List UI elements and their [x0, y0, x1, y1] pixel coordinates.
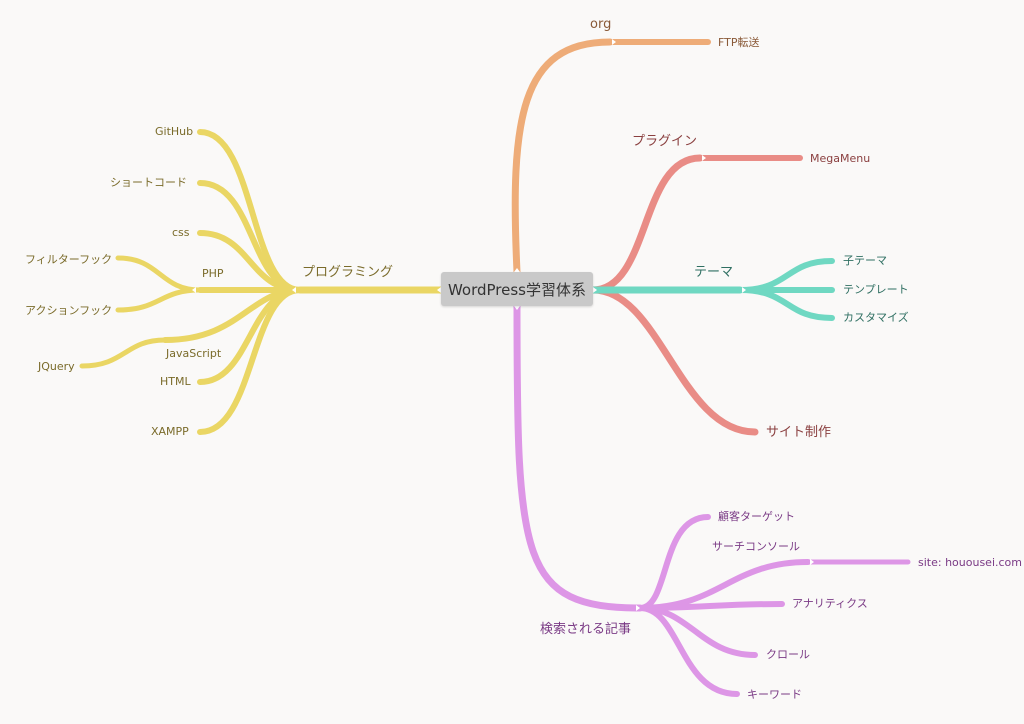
node-search-console[interactable]: サーチコンソール: [712, 540, 800, 553]
node-xampp[interactable]: XAMPP: [151, 425, 189, 438]
connector-php-actionhook: [115, 287, 203, 313]
node-keyword[interactable]: キーワード: [747, 688, 802, 701]
branch-label-theme[interactable]: テーマ: [694, 265, 734, 280]
node-marker: [810, 559, 814, 565]
node-ftp[interactable]: FTP転送: [718, 36, 760, 49]
node-shortcode[interactable]: ショートコード: [110, 176, 187, 189]
node-marker: [292, 287, 296, 293]
node-php[interactable]: PHP: [202, 267, 224, 280]
node-css[interactable]: css: [172, 226, 190, 239]
root-node[interactable]: WordPress学習体系: [441, 272, 593, 306]
node-marker: [702, 155, 706, 161]
node-analytics[interactable]: アナリティクス: [792, 597, 868, 610]
connector-root-org: [511, 38, 614, 276]
connector-javascript-jquery: [79, 337, 168, 369]
connector-root-site: [589, 286, 759, 436]
node-html[interactable]: HTML: [160, 375, 191, 388]
node-marker: [514, 268, 520, 272]
connector-php-filterhook: [115, 255, 203, 293]
node-megamenu[interactable]: MegaMenu: [810, 152, 871, 165]
connector-root-plugin: [589, 154, 704, 294]
node-marker: [742, 287, 746, 293]
connector-theme-child: [737, 258, 835, 293]
node-github[interactable]: GitHub: [155, 125, 194, 138]
node-marker: [437, 287, 441, 293]
node-site-query[interactable]: site: houousei.com: [918, 556, 1022, 569]
node-marker: [612, 39, 616, 45]
connector-search-keyword: [637, 605, 740, 697]
node-marker: [192, 287, 196, 293]
branch-label-search[interactable]: 検索される記事: [540, 622, 632, 637]
node-customize[interactable]: カスタマイズ: [843, 311, 909, 324]
branch-label-org[interactable]: org: [590, 17, 612, 32]
node-filter-hook[interactable]: フィルターフック: [25, 253, 113, 266]
branch-label-site[interactable]: サイト制作: [766, 425, 832, 440]
branch-label-plugin[interactable]: プラグイン: [632, 134, 698, 149]
node-customer-target[interactable]: 顧客ターゲット: [718, 510, 795, 523]
node-child-theme[interactable]: 子テーマ: [843, 254, 887, 267]
node-jquery[interactable]: JQuery: [38, 360, 75, 373]
node-marker: [593, 287, 597, 293]
node-crawl[interactable]: クロール: [766, 648, 810, 661]
node-marker: [514, 306, 520, 310]
node-javascript[interactable]: JavaScript: [166, 347, 222, 360]
node-action-hook[interactable]: アクションフック: [25, 304, 113, 317]
connector-programming-xampp: [197, 287, 303, 435]
connector-theme-customize: [737, 287, 835, 321]
node-marker: [636, 605, 640, 611]
connector-search-target: [637, 514, 711, 611]
connector-root-search: [513, 302, 644, 612]
branch-label-programming[interactable]: プログラミング: [302, 265, 394, 280]
node-template[interactable]: テンプレート: [843, 283, 909, 296]
